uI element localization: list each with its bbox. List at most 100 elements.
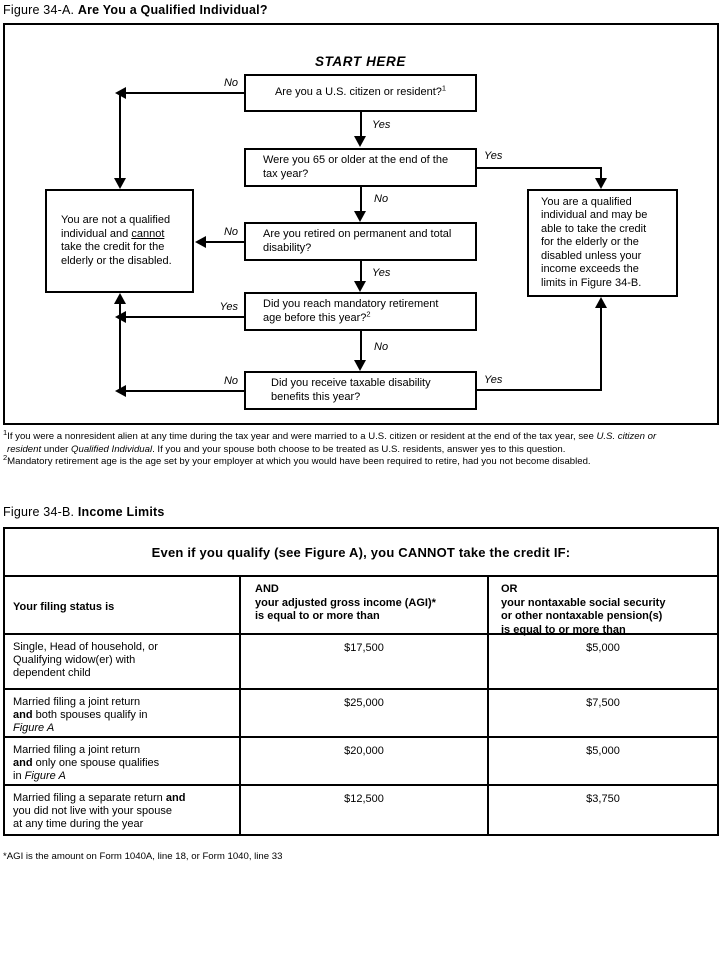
flow-arrowhead-down [354,281,366,292]
flow-line [126,316,244,318]
footnote-line: resident under Qualified Individual. If … [7,443,566,455]
flow-box-age-65-question-text: Were you 65 or older at the end of the t… [263,154,449,180]
status-line: at any time during the year [13,818,144,830]
agi-amount-cell: $12,500 [241,786,489,834]
edge-label-yes-age65: Yes [484,150,503,162]
figure-a-title-prefix: Figure 34-A. [3,3,75,17]
flow-box-taxable-benefits-question: Did you receive taxable disability benef… [244,371,477,410]
status-line: Single, Head of household, or [13,641,158,653]
flow-line [600,167,602,179]
figure-b-title-text: Income Limits [77,505,165,519]
figure-a-footnotes: 1If you were a nonresident alien at any … [3,427,719,469]
edge-label-no-retired: No [223,226,238,238]
edge-label-no-mandatory: No [374,341,389,353]
col-header-pension: OR your nontaxable social security or ot… [489,577,717,637]
edge-label-yes-retired: Yes [372,267,391,279]
table-row: Married filing a separate return and you… [5,784,717,834]
flow-arrowhead-down [354,360,366,371]
flow-arrowhead-left [195,236,206,248]
flow-line [360,112,362,138]
status-line: Figure A [13,722,55,734]
pension-amount-cell: $5,000 [586,642,620,654]
status-line: dependent child [13,667,91,679]
filing-status-cell: Single, Head of household, or Qualifying… [5,635,241,688]
flow-box-qualified-result-text: You are a qualified individual and may b… [541,195,648,289]
status-line: Married filing a separate return and [13,792,186,804]
flow-line [126,92,244,94]
flow-line [477,389,602,391]
flow-line [600,308,602,391]
status-line: Married filing a joint return [13,744,141,756]
status-line: Qualifying widow(er) with [13,654,136,666]
table-row: Single, Head of household, or Qualifying… [5,633,717,688]
figure-a-title-text: Are You a Qualified Individual? [77,3,268,17]
flow-line [360,331,362,361]
pension-amount-cell: $3,750 [586,793,620,805]
flow-line [360,261,362,282]
figure-b-title-prefix: Figure 34-B. [3,505,75,519]
flow-box-taxable-benefits-question-text: Did you receive taxable disability benef… [271,377,431,403]
flow-line [477,167,602,169]
flow-arrowhead-up [595,297,607,308]
pension-amount-cell: $5,000 [586,745,620,757]
table-header-row: Your filing status is AND your adjusted … [5,575,717,637]
footnote-line: 1If you were a nonresident alien at any … [3,427,657,442]
figure-b-title: Figure 34-B. Income Limits [3,505,165,519]
flow-box-age-65-question: Were you 65 or older at the end of the t… [244,148,477,187]
col-header-pension-line: is equal to or more than [501,623,626,636]
status-line: and only one spouse qualifies [13,757,160,769]
edge-label-yes-benefits: Yes [484,374,503,386]
status-line: and both spouses qualify in [13,709,148,721]
edge-label-no-age65: No [374,193,389,205]
col-header-agi-line: your adjusted gross income (AGI)* [255,596,436,609]
agi-footnote: *AGI is the amount on Form 1040A, line 1… [3,851,283,862]
filing-status-cell: Married filing a joint return and both s… [5,690,241,736]
flow-box-mandatory-retirement-question-text: Did you reach mandatory retirement age b… [263,298,439,324]
income-limits-table: Even if you qualify (see Figure A), you … [3,527,719,836]
flow-line [126,390,244,392]
footnote-line: 2Mandatory retirement age is the age set… [3,452,591,467]
filing-status-cell: Married filing a separate return and you… [5,786,241,834]
col-header-pension-line: OR [501,583,518,595]
col-header-agi-line: is equal to or more than [255,610,380,622]
edge-label-no-benefits: No [223,375,238,387]
col-header-pension-line: or other nontaxable pension(s) [501,610,663,622]
start-here-label: START HERE [314,54,406,69]
flow-arrowhead-down [354,136,366,147]
filing-status-cell: Married filing a joint return and only o… [5,738,241,784]
flow-box-disability-question: Are you retired on permanent and total d… [244,222,477,261]
flow-box-citizen-question: Are you a U.S. citizen or resident?1 [244,74,477,112]
figure-a-flowchart-frame [3,23,719,425]
flow-box-qualified-result: You are a qualified individual and may b… [527,189,678,297]
edge-label-no-citizen: No [223,77,238,89]
flow-line [119,93,121,178]
table-row: Married filing a joint return and both s… [5,688,717,736]
flow-box-not-qualified-result-text: You are not a qualified individual and c… [61,214,172,267]
table-banner: Even if you qualify (see Figure A), you … [151,544,571,560]
status-line: in Figure A [13,770,66,782]
agi-amount-cell: $17,500 [241,635,489,688]
flow-arrowhead-down [114,178,126,189]
figure-a-title: Figure 34-A. Are You a Qualified Individ… [3,3,268,17]
pension-amount-cell: $7,500 [586,697,620,709]
col-header-filing-status: Your filing status is [5,577,241,637]
flow-box-disability-question-text: Are you retired on permanent and total d… [263,228,452,254]
table-row: Married filing a joint return and only o… [5,736,717,784]
flow-line [119,304,121,392]
col-header-pension-line: your nontaxable social security [501,596,666,609]
status-line: you did not live with your spouse [13,805,172,817]
flow-arrowhead-down [354,211,366,222]
col-header-agi-line: AND [255,583,279,595]
flow-line [206,241,244,243]
flow-box-not-qualified-result: You are not a qualified individual and c… [45,189,194,293]
agi-amount-cell: $25,000 [241,690,489,736]
flow-box-citizen-question-text: Are you a U.S. citizen or resident?1 [274,83,447,99]
flow-box-mandatory-retirement-question: Did you reach mandatory retirement age b… [244,292,477,331]
flow-line [360,187,362,212]
agi-amount-cell: $20,000 [241,738,489,784]
col-header-agi: AND your adjusted gross income (AGI)* is… [241,577,489,637]
flow-arrowhead-down [595,178,607,189]
edge-label-yes-mandatory: Yes [219,301,238,313]
edge-label-yes-citizen: Yes [372,119,391,131]
